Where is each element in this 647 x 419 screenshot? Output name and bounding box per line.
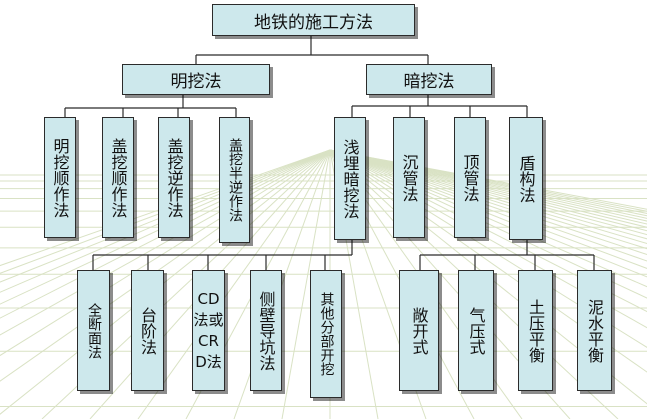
- tunneling-child-label: 浅埋暗挖法: [340, 138, 360, 219]
- grid-line: [329, 149, 647, 278]
- open-cut-child-3: 盖挖逆作法: [158, 117, 190, 238]
- shallow-child-label: 其他分部开挖: [318, 292, 335, 376]
- open-cut-label: 明挖法: [170, 72, 222, 92]
- shield-child-label: 气压式: [466, 306, 486, 355]
- grid-line: [329, 149, 647, 210]
- tunneling-child-label: 盾构法: [516, 154, 536, 203]
- grid-line: [137, 149, 331, 419]
- tunneling-child-2: 沉管法: [393, 117, 425, 238]
- tunneling-child-1: 浅埋暗挖法: [334, 117, 366, 240]
- grid-line: [329, 149, 647, 214]
- grid-line: [329, 149, 647, 217]
- shield-child-4: 泥水平衡: [577, 270, 612, 391]
- open-cut-child-label: 明挖顺作法: [50, 137, 70, 218]
- shield-child-label: 土压平衡: [526, 298, 545, 363]
- grid-line: [329, 149, 647, 232]
- root-node: 地铁的施工方法: [212, 4, 415, 36]
- grid-line: [281, 149, 331, 419]
- tunneling-child-label: 顶管法: [460, 153, 480, 202]
- shallow-child-label: CD法或CRD法: [193, 289, 224, 371]
- shallow-child-2: 台阶法: [131, 270, 164, 391]
- grid-line: [0, 149, 331, 274]
- shallow-child-label: 侧壁导坑法: [256, 290, 276, 371]
- open-cut-child-label: 盖挖半逆作法: [227, 138, 243, 222]
- open-cut-child-label: 盖挖逆作法: [164, 137, 184, 218]
- grid-line: [329, 149, 647, 236]
- open-cut-child-4: 盖挖半逆作法: [219, 117, 250, 243]
- shield-child-1: 敞开式: [399, 270, 439, 391]
- grid-line: [0, 149, 331, 267]
- grid-line: [0, 149, 331, 357]
- grid-line: [329, 149, 647, 240]
- grid-line: [329, 149, 647, 269]
- grid-line: [329, 149, 647, 212]
- tunneling-child-4: 盾构法: [509, 117, 543, 240]
- tunneling-label: 暗挖法: [403, 72, 455, 92]
- open-cut-node: 明挖法: [122, 64, 270, 95]
- root-label: 地铁的施工方法: [254, 12, 373, 33]
- grid-line: [0, 149, 331, 283]
- shallow-child-5: 其他分部开挖: [310, 270, 342, 398]
- shield-child-2: 气压式: [458, 270, 494, 391]
- tunneling-child-label: 沉管法: [399, 153, 419, 202]
- tunneling-child-3: 顶管法: [454, 117, 486, 238]
- tunneling-node: 暗挖法: [366, 64, 492, 95]
- shield-child-label: 泥水平衡: [585, 298, 604, 363]
- shield-child-3: 土压平衡: [518, 270, 553, 391]
- shield-child-label: 敞开式: [409, 306, 429, 355]
- grid-line: [329, 149, 647, 288]
- shallow-child-1: 全断面法: [77, 270, 110, 391]
- shallow-child-3: CD法或CRD法: [192, 270, 225, 391]
- shallow-child-label: 台阶法: [138, 306, 157, 355]
- grid-line: [329, 149, 647, 299]
- shallow-child-4: 侧壁导坑法: [250, 270, 282, 391]
- open-cut-child-1: 明挖顺作法: [44, 117, 76, 238]
- shallow-child-label: 全断面法: [86, 302, 102, 359]
- open-cut-child-2: 盖挖顺作法: [102, 117, 134, 238]
- open-cut-child-label: 盖挖顺作法: [108, 137, 128, 218]
